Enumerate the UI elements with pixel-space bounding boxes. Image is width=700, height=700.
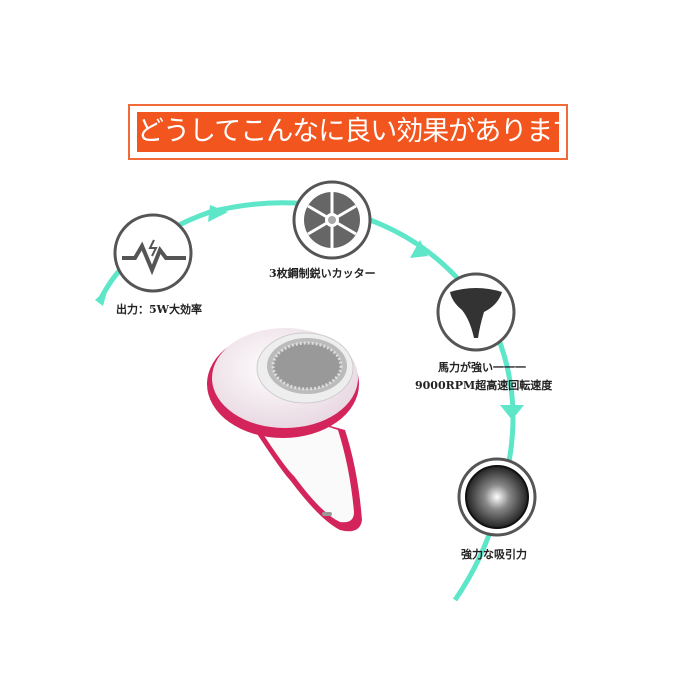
power-pulse-icon xyxy=(113,213,193,293)
arrow-head-3 xyxy=(410,240,428,258)
arrow-head-2 xyxy=(208,205,228,222)
feature-label-cutter: 3枚鋼制鋭いカッター xyxy=(269,267,376,280)
headline-banner: どうしてこんなに良い効果がありますか? xyxy=(128,104,568,160)
headline-text: どうしてこんなに良い効果がありますか? xyxy=(137,112,559,152)
feature-label-speed-line1: 馬力が強い一一一 xyxy=(438,361,526,374)
feature-label-speed-line2: 9000RPM超高速回転速度 xyxy=(415,379,553,392)
feature-label-power: 出力：5W大効率 xyxy=(116,303,203,316)
feature-label-suction: 強力な吸引力 xyxy=(461,548,527,561)
suction-fan-icon xyxy=(457,457,537,537)
lint-remover-product xyxy=(207,328,362,532)
blade-cutter-icon xyxy=(292,180,372,260)
arrow-head-4 xyxy=(500,405,524,420)
tornado-icon xyxy=(436,272,516,352)
arrow-head-1 xyxy=(95,288,108,306)
